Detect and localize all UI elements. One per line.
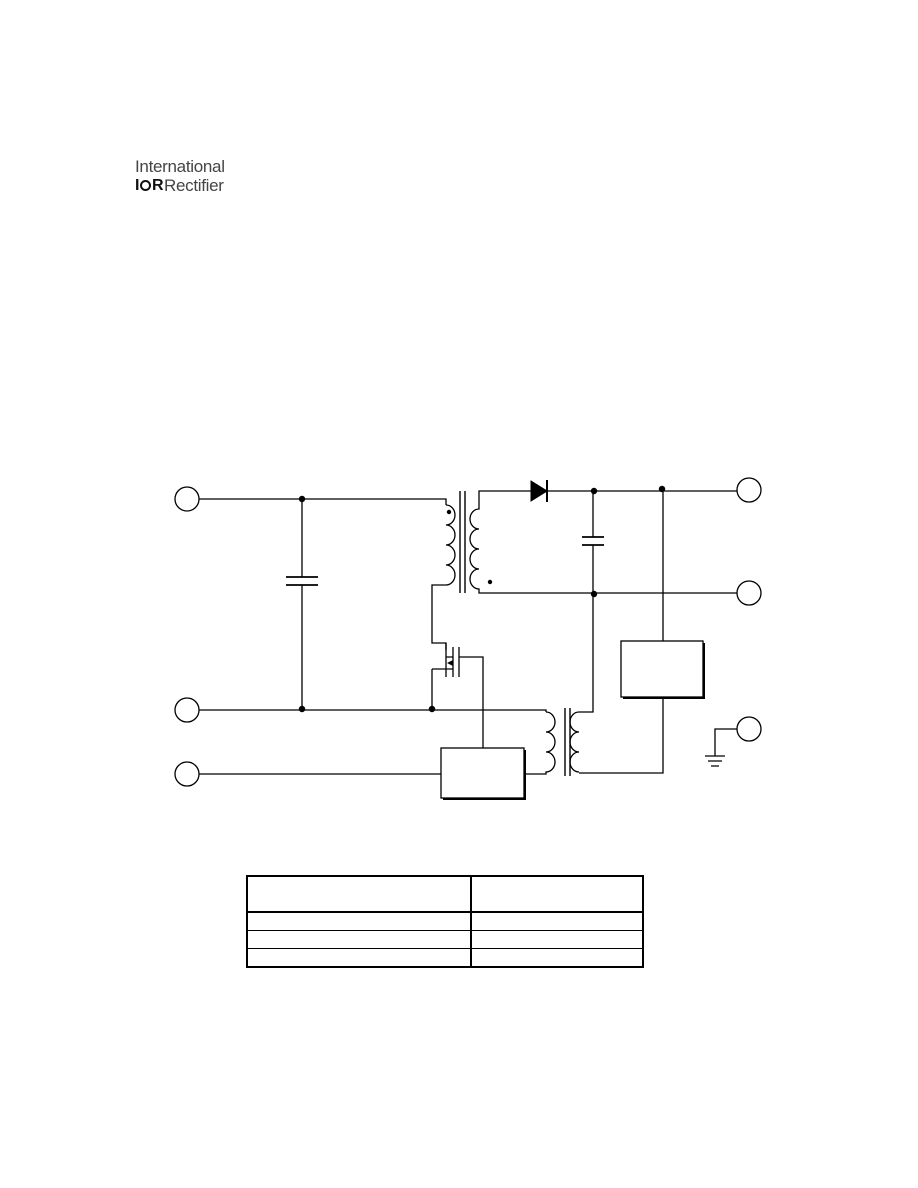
mosfet-source-lead <box>431 668 446 710</box>
junction-dot <box>658 485 666 493</box>
junction-dot <box>298 495 306 503</box>
isolation-transformer-core <box>564 708 571 776</box>
table-header-cell <box>470 875 644 913</box>
chassis-terminal <box>736 716 762 742</box>
junction-dot <box>428 705 436 713</box>
junction-dot <box>298 705 306 713</box>
table-header-cell <box>246 875 472 913</box>
output-rectifier-diode <box>530 480 548 502</box>
mosfet-arrow <box>447 660 453 666</box>
input-positive-rail <box>199 498 447 505</box>
mosfet-switch <box>445 643 484 748</box>
transformer-secondary-winding <box>469 490 489 594</box>
table-row <box>246 948 644 968</box>
isolation-transformer-primary <box>524 711 556 775</box>
table-cell <box>246 911 472 931</box>
table-header-row <box>246 875 644 913</box>
feedback-control-shadow <box>623 643 705 699</box>
logo-line-international: International <box>135 157 225 176</box>
input-return-rail <box>199 709 547 712</box>
input-terminal-return <box>174 697 200 723</box>
ground-symbol <box>705 728 737 767</box>
table-row <box>246 911 644 931</box>
table-cell <box>246 948 472 968</box>
winding-polarity-dot-primary <box>446 509 452 515</box>
transformer-primary-winding <box>431 504 456 650</box>
pwm-controller-block <box>440 747 525 799</box>
transformer-core <box>459 491 466 593</box>
input-capacitor-plates <box>286 576 318 586</box>
output-terminal-return <box>736 580 762 606</box>
junction-dot <box>590 487 598 495</box>
winding-polarity-dot-secondary <box>487 579 493 585</box>
secondary-return-to-opto <box>579 593 594 713</box>
logo-word-rectifier: Rectifier <box>164 176 224 195</box>
output-terminal-positive <box>736 477 762 503</box>
feedback-return-wire <box>579 697 664 774</box>
table-cell <box>470 911 644 931</box>
isolation-transformer-secondary <box>569 711 580 773</box>
table-cell <box>470 948 644 968</box>
specification-table <box>246 875 644 968</box>
table-row <box>246 930 644 949</box>
output-capacitor-plates <box>582 536 604 546</box>
control-input-terminal <box>174 761 200 787</box>
pwm-controller-shadow <box>443 750 526 800</box>
feedback-control-block <box>620 640 704 698</box>
table-cell <box>470 930 644 949</box>
table-cell <box>246 930 472 949</box>
input-terminal-top <box>174 486 200 512</box>
junction-dot <box>590 590 598 598</box>
